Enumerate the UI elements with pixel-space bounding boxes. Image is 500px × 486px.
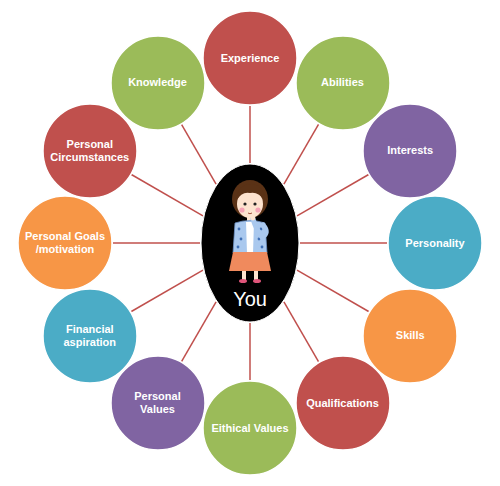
topic-circle: Experience (202, 10, 298, 106)
connector-line (131, 270, 203, 311)
topic-label: Qualifications (301, 397, 385, 410)
topic-label: Interests (368, 144, 452, 157)
circle-outline (43, 289, 137, 383)
topic-circle: Financial aspiration (42, 288, 138, 384)
circle-outline (18, 196, 112, 290)
text-holder: You (200, 163, 300, 323)
text-holder: Qualifications (295, 355, 391, 451)
topic-label: Knowledge (116, 76, 200, 89)
text-holder: Eithical Values (202, 380, 298, 476)
connector-line (182, 302, 217, 362)
topic-label: Eithical Values (208, 422, 292, 435)
connector-line (182, 124, 217, 184)
topic-circle: Interests (362, 103, 458, 199)
topic-label: Financial aspiration (48, 323, 132, 349)
center-oval: You (200, 163, 300, 323)
topic-circle: Abilities (295, 35, 391, 131)
topic-label: Personal Values (116, 390, 200, 416)
topic-label: Abilities (301, 76, 385, 89)
text-holder: Abilities (295, 35, 391, 131)
topic-label: Personality (393, 237, 477, 250)
circle-outline (388, 196, 482, 290)
text-holder: Personality (387, 195, 483, 291)
topic-label: Personal Goals /motivation (23, 230, 107, 256)
circle-outline (203, 381, 297, 475)
topic-circle: Personal Values (110, 355, 206, 451)
connector-line (113, 242, 200, 244)
connector-line (249, 106, 251, 163)
topic-circle: Qualifications (295, 355, 391, 451)
topic-circle: Personal Goals /motivation (17, 195, 113, 291)
circle-outline (111, 356, 205, 450)
topic-label: Personal Circumstances (48, 138, 132, 164)
circle-outline (363, 104, 457, 198)
circle-outline (363, 289, 457, 383)
topic-circle: Personality (387, 195, 483, 291)
connector-line (284, 124, 319, 184)
topic-circle: Skills (362, 288, 458, 384)
connector-line (297, 175, 369, 216)
topic-label: Skills (368, 329, 452, 342)
girl-illustration (229, 180, 271, 283)
text-holder: Interests (362, 103, 458, 199)
text-holder: Knowledge (110, 35, 206, 131)
text-holder: Skills (362, 288, 458, 384)
circle-outline (43, 104, 137, 198)
circle-outline (296, 36, 390, 130)
connector-line (297, 270, 369, 311)
topic-circle: Personal Circumstances (42, 103, 138, 199)
topic-circle: Knowledge (110, 35, 206, 131)
text-holder: Personal Circumstances (42, 103, 138, 199)
oval-outline (201, 164, 299, 322)
center-label: You (233, 288, 267, 311)
text-holder: Personal Values (110, 355, 206, 451)
text-holder: Personal Goals /motivation (17, 195, 113, 291)
circle-outline (111, 36, 205, 130)
text-holder: Experience (202, 10, 298, 106)
circle-outline (296, 356, 390, 450)
connector-line (131, 175, 203, 216)
topic-circle: Eithical Values (202, 380, 298, 476)
text-holder: Financial aspiration (42, 288, 138, 384)
connector-line (284, 302, 319, 362)
topic-label: Experience (208, 52, 292, 65)
connector-line (249, 323, 251, 380)
circle-outline (203, 11, 297, 105)
connector-line (300, 242, 387, 244)
